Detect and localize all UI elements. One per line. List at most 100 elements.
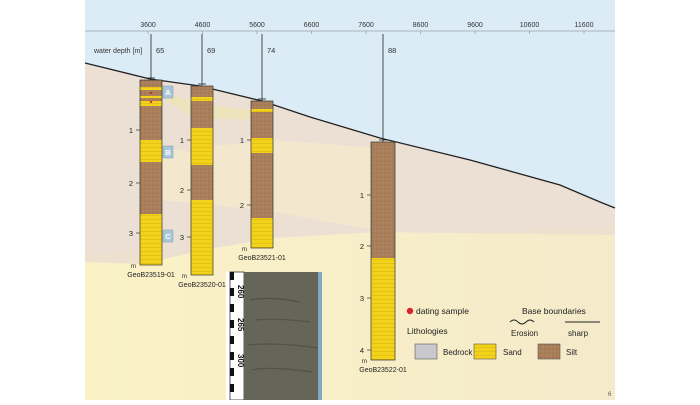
core-layer-silt xyxy=(140,106,162,140)
depth-unit-label: m xyxy=(131,263,136,270)
bedrock-swatch xyxy=(414,343,438,360)
correlation-marker-label: C xyxy=(165,232,171,241)
core-layer-silt xyxy=(140,80,162,87)
core-photo: 260 265 300 xyxy=(226,271,322,401)
core-outline xyxy=(190,85,214,276)
depth-tick-label: 2 xyxy=(180,186,184,195)
core-water-depth: 88 xyxy=(388,46,396,55)
scale-check xyxy=(230,304,234,312)
core-layer-sand xyxy=(191,200,213,275)
depth-tick-label: 1 xyxy=(240,136,244,145)
legend-silt: Silt xyxy=(566,348,578,357)
scale-check xyxy=(230,336,234,344)
core-columns: 65123mGeoB23519-01ABC69123mGeoB23520-017… xyxy=(127,34,407,374)
legend: dating sample Base boundaries Erosion sh… xyxy=(406,306,600,360)
legend-sharp: sharp xyxy=(568,329,589,338)
scale-check xyxy=(230,288,234,296)
core-layer-silt xyxy=(251,153,273,218)
scale-check xyxy=(230,352,234,360)
core-layer-silt xyxy=(140,162,162,214)
scale-check xyxy=(230,368,234,376)
scale-check xyxy=(230,272,234,280)
core-layer-sand xyxy=(251,218,273,248)
seabed-line xyxy=(84,62,616,209)
core-layer-sand xyxy=(140,96,162,98)
core-layer-silt xyxy=(251,101,273,109)
distance-ticks: 3600 4600 5600 6600 7600 8600 9600 10600 11600 xyxy=(140,22,594,34)
distance-tick-label: 7600 xyxy=(358,22,374,29)
photo-scale-label-265: 265 xyxy=(236,318,245,332)
sand-swatch xyxy=(473,343,497,360)
core-id-label: GeoB23521-01 xyxy=(238,255,286,262)
distance-tick-label: 8600 xyxy=(413,22,429,29)
core-layer-silt xyxy=(191,165,213,200)
depth-tick-label: 2 xyxy=(240,201,244,210)
core-layer-sand xyxy=(140,87,162,90)
depth-tick-label: 3 xyxy=(129,229,133,238)
distance-tick-label: 11600 xyxy=(575,22,594,29)
distance-tick-label: 10600 xyxy=(520,22,540,29)
distance-tick-label: 9600 xyxy=(467,22,483,29)
dating-sample-point xyxy=(149,100,153,104)
dating-sample-dot xyxy=(406,307,414,315)
core-layer-sand xyxy=(251,109,273,112)
photo-scale-label-300: 300 xyxy=(236,354,245,368)
core-id-label: GeoB23519-01 xyxy=(127,272,175,279)
legend-base-boundaries: Base boundaries xyxy=(522,306,586,316)
core-layer-sand xyxy=(191,128,213,165)
legend-sand: Sand xyxy=(503,348,522,357)
core-outline xyxy=(250,100,274,249)
depth-tick-label: 1 xyxy=(180,136,184,145)
core-layer-silt xyxy=(191,86,213,97)
correlation-marker-label: B xyxy=(165,148,171,157)
depth-unit-label: m xyxy=(182,273,187,280)
depth-tick-label: 4 xyxy=(360,346,364,355)
core-layer-sand xyxy=(371,258,395,360)
depth-tick-label: 2 xyxy=(129,179,133,188)
depth-tick-label: 3 xyxy=(180,233,184,242)
core-layer-sand xyxy=(191,97,213,101)
page-number: 6 xyxy=(608,392,612,398)
legend-lithologies: Lithologies xyxy=(407,326,448,336)
core-outline xyxy=(370,141,396,361)
core-outline xyxy=(139,79,163,266)
correlation-marker-a xyxy=(162,85,174,99)
core-id-label: GeoB23522-01 xyxy=(359,367,407,374)
core-water-depth: 69 xyxy=(207,46,215,55)
core-water-depth: 65 xyxy=(156,46,164,55)
core-layer-silt xyxy=(191,101,213,128)
distance-tick-label: 4600 xyxy=(195,22,211,29)
distance-tick-label: 3600 xyxy=(140,22,156,29)
erosion-line-symbol xyxy=(509,319,535,325)
distance-tick-label: 5600 xyxy=(249,22,265,29)
photo-scale-label-260: 260 xyxy=(236,285,245,299)
depth-tick-label: 1 xyxy=(129,126,133,135)
legend-erosion: Erosion xyxy=(511,329,538,338)
correlation-marker-b xyxy=(162,145,174,159)
core-water-depth: 74 xyxy=(267,46,275,55)
correlation-marker-label: A xyxy=(165,88,171,97)
core-id-label: GeoB23520-01 xyxy=(178,282,226,289)
legend-bedrock: Bedrock xyxy=(443,348,473,357)
core-layer-silt xyxy=(371,142,395,258)
core-layer-sand xyxy=(140,140,162,162)
distance-tick-label: 6600 xyxy=(304,22,320,29)
water-depth-label: water depth [m] xyxy=(93,48,142,55)
depth-tick-label: 2 xyxy=(360,242,364,251)
scale-check xyxy=(230,320,234,328)
core-layer-sand xyxy=(251,138,273,153)
scale-check xyxy=(230,384,234,392)
dating-sample-point xyxy=(149,91,153,95)
depth-tick-label: 1 xyxy=(360,191,364,200)
correlation-marker-c xyxy=(162,229,174,243)
depth-tick-label: 3 xyxy=(360,294,364,303)
core-layer-silt xyxy=(140,98,162,101)
depth-unit-label: m xyxy=(362,358,367,365)
core-layer-sand xyxy=(140,214,162,265)
